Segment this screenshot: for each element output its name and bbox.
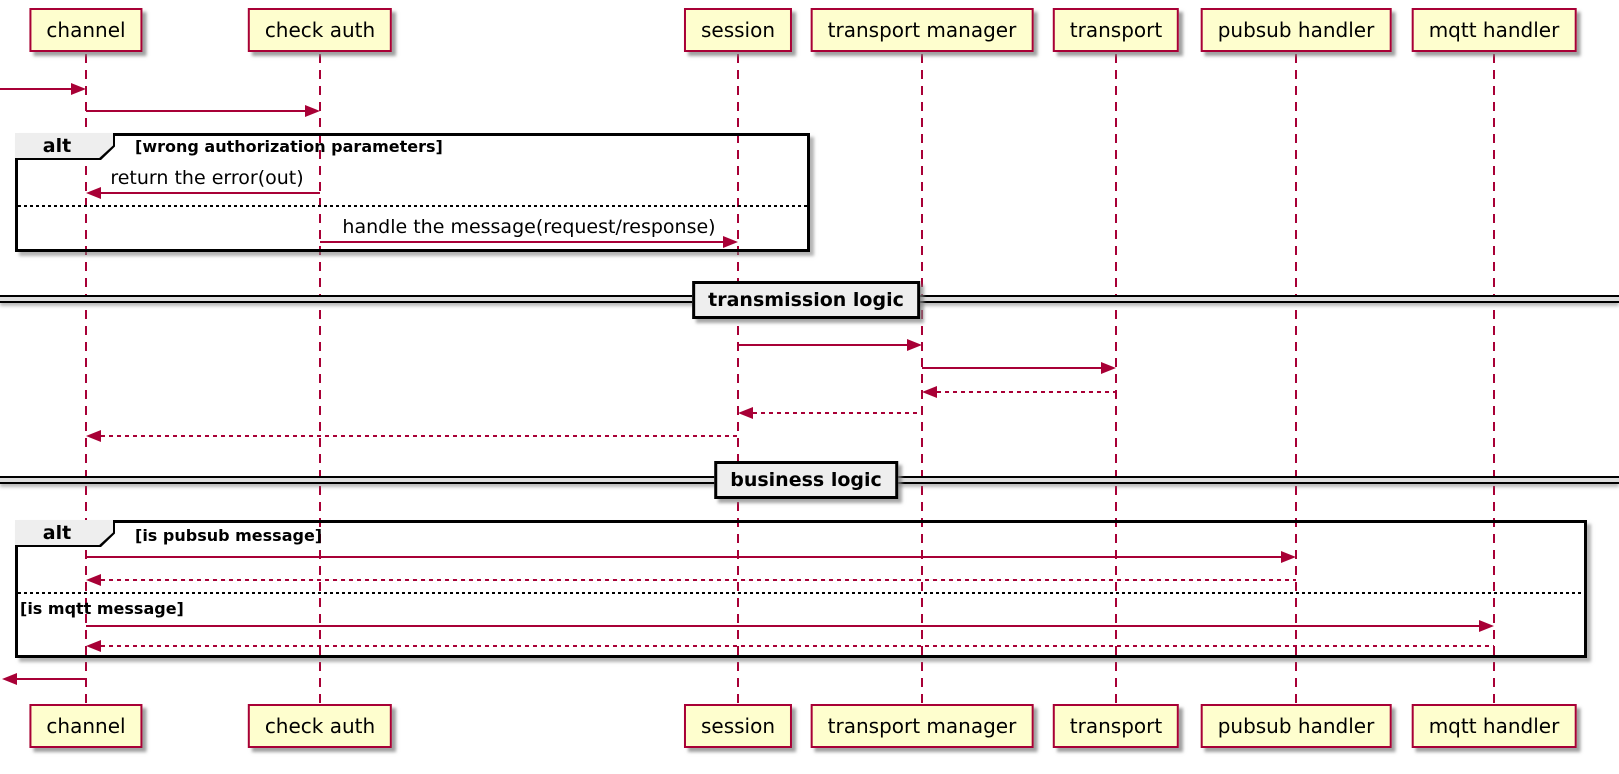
arrowhead-right-icon — [1479, 620, 1494, 632]
participant-top-pubsub-handler: pubsub handler — [1200, 8, 1392, 52]
participant-bottom-transport-manager: transport manager — [810, 704, 1034, 748]
alt-frame-1-tab-fill: alt — [15, 133, 113, 158]
alt-frame-1-separator — [18, 205, 807, 207]
arrowhead-right-icon — [71, 83, 86, 95]
guard-is-pubsub-message: [is pubsub message] — [135, 526, 323, 545]
msg-session-to-channel-line — [101, 435, 738, 437]
msg-tm-to-session-line — [753, 412, 922, 414]
arrowhead-left-icon — [738, 407, 753, 419]
msg-mqtt-to-channel-line — [101, 645, 1494, 647]
msg-tm-to-transport-line — [922, 367, 1104, 369]
arrowhead-left-icon — [86, 430, 101, 442]
participant-top-mqtt-handler: mqtt handler — [1411, 8, 1577, 52]
participant-top-check-auth: check auth — [247, 8, 393, 52]
msg-transport-to-tm-line — [937, 391, 1116, 393]
participant-top-transport: transport — [1052, 8, 1180, 52]
participant-bottom-channel: channel — [29, 704, 143, 748]
divider-transmission-logic-label: transmission logic — [692, 281, 920, 319]
msg-channel-to-check-auth-line — [86, 110, 308, 112]
arrowhead-left-icon — [86, 640, 101, 652]
arrowhead-left-icon — [86, 574, 101, 586]
participant-top-session: session — [683, 8, 793, 52]
participant-bottom-transport: transport — [1052, 704, 1180, 748]
lifeline-mqtt-handler — [1493, 54, 1495, 706]
participant-top-channel: channel — [29, 8, 143, 52]
alt-keyword: alt — [42, 521, 72, 544]
lifeline-transport-manager — [921, 54, 923, 706]
alt-frame-dispatch — [15, 520, 1587, 658]
alt-frame-1-keyword-tab: alt — [15, 133, 115, 160]
participant-bottom-mqtt-handler: mqtt handler — [1411, 704, 1577, 748]
msg-pubsub-to-channel-line — [101, 579, 1296, 581]
msg-check-auth-to-session-line — [320, 241, 726, 243]
msg-outside-to-channel-line — [0, 88, 74, 90]
arrowhead-left-icon — [922, 386, 937, 398]
alt-frame-2-separator — [18, 592, 1584, 594]
alt-frame-2-keyword-tab: alt — [15, 520, 115, 547]
msg-channel-to-outside-line — [17, 678, 86, 680]
lifeline-transport — [1115, 54, 1117, 706]
arrowhead-right-icon — [305, 105, 320, 117]
alt-frame-2-tab-fill: alt — [15, 520, 113, 545]
participant-bottom-check-auth: check auth — [247, 704, 393, 748]
participant-bottom-session: session — [683, 704, 793, 748]
participant-bottom-pubsub-handler: pubsub handler — [1200, 704, 1392, 748]
lifeline-session — [737, 54, 739, 706]
divider-business-logic-label: business logic — [714, 461, 898, 499]
alt-keyword: alt — [42, 134, 72, 157]
arrowhead-right-icon — [723, 236, 738, 248]
arrowhead-left-icon — [2, 673, 17, 685]
msg-channel-to-pubsub-line — [86, 556, 1284, 558]
arrowhead-right-icon — [907, 339, 922, 351]
participant-top-transport-manager: transport manager — [810, 8, 1034, 52]
lifeline-pubsub-handler — [1295, 54, 1297, 706]
guard-wrong-authorization: [wrong authorization parameters] — [135, 137, 443, 156]
msg-session-to-tm-line — [738, 344, 910, 346]
arrowhead-left-icon — [86, 187, 101, 199]
arrowhead-right-icon — [1281, 551, 1296, 563]
msg-return-error-label: return the error(out) — [110, 167, 304, 189]
lifeline-channel — [85, 54, 87, 706]
msg-handle-message-label: handle the message(request/response) — [342, 216, 716, 238]
msg-check-auth-to-channel-line — [101, 192, 320, 194]
alt-frame-authorization — [15, 133, 810, 252]
msg-channel-to-mqtt-line — [86, 625, 1482, 627]
lifeline-check-auth — [319, 54, 321, 706]
guard-is-mqtt-message: [is mqtt message] — [20, 599, 184, 618]
arrowhead-right-icon — [1101, 362, 1116, 374]
